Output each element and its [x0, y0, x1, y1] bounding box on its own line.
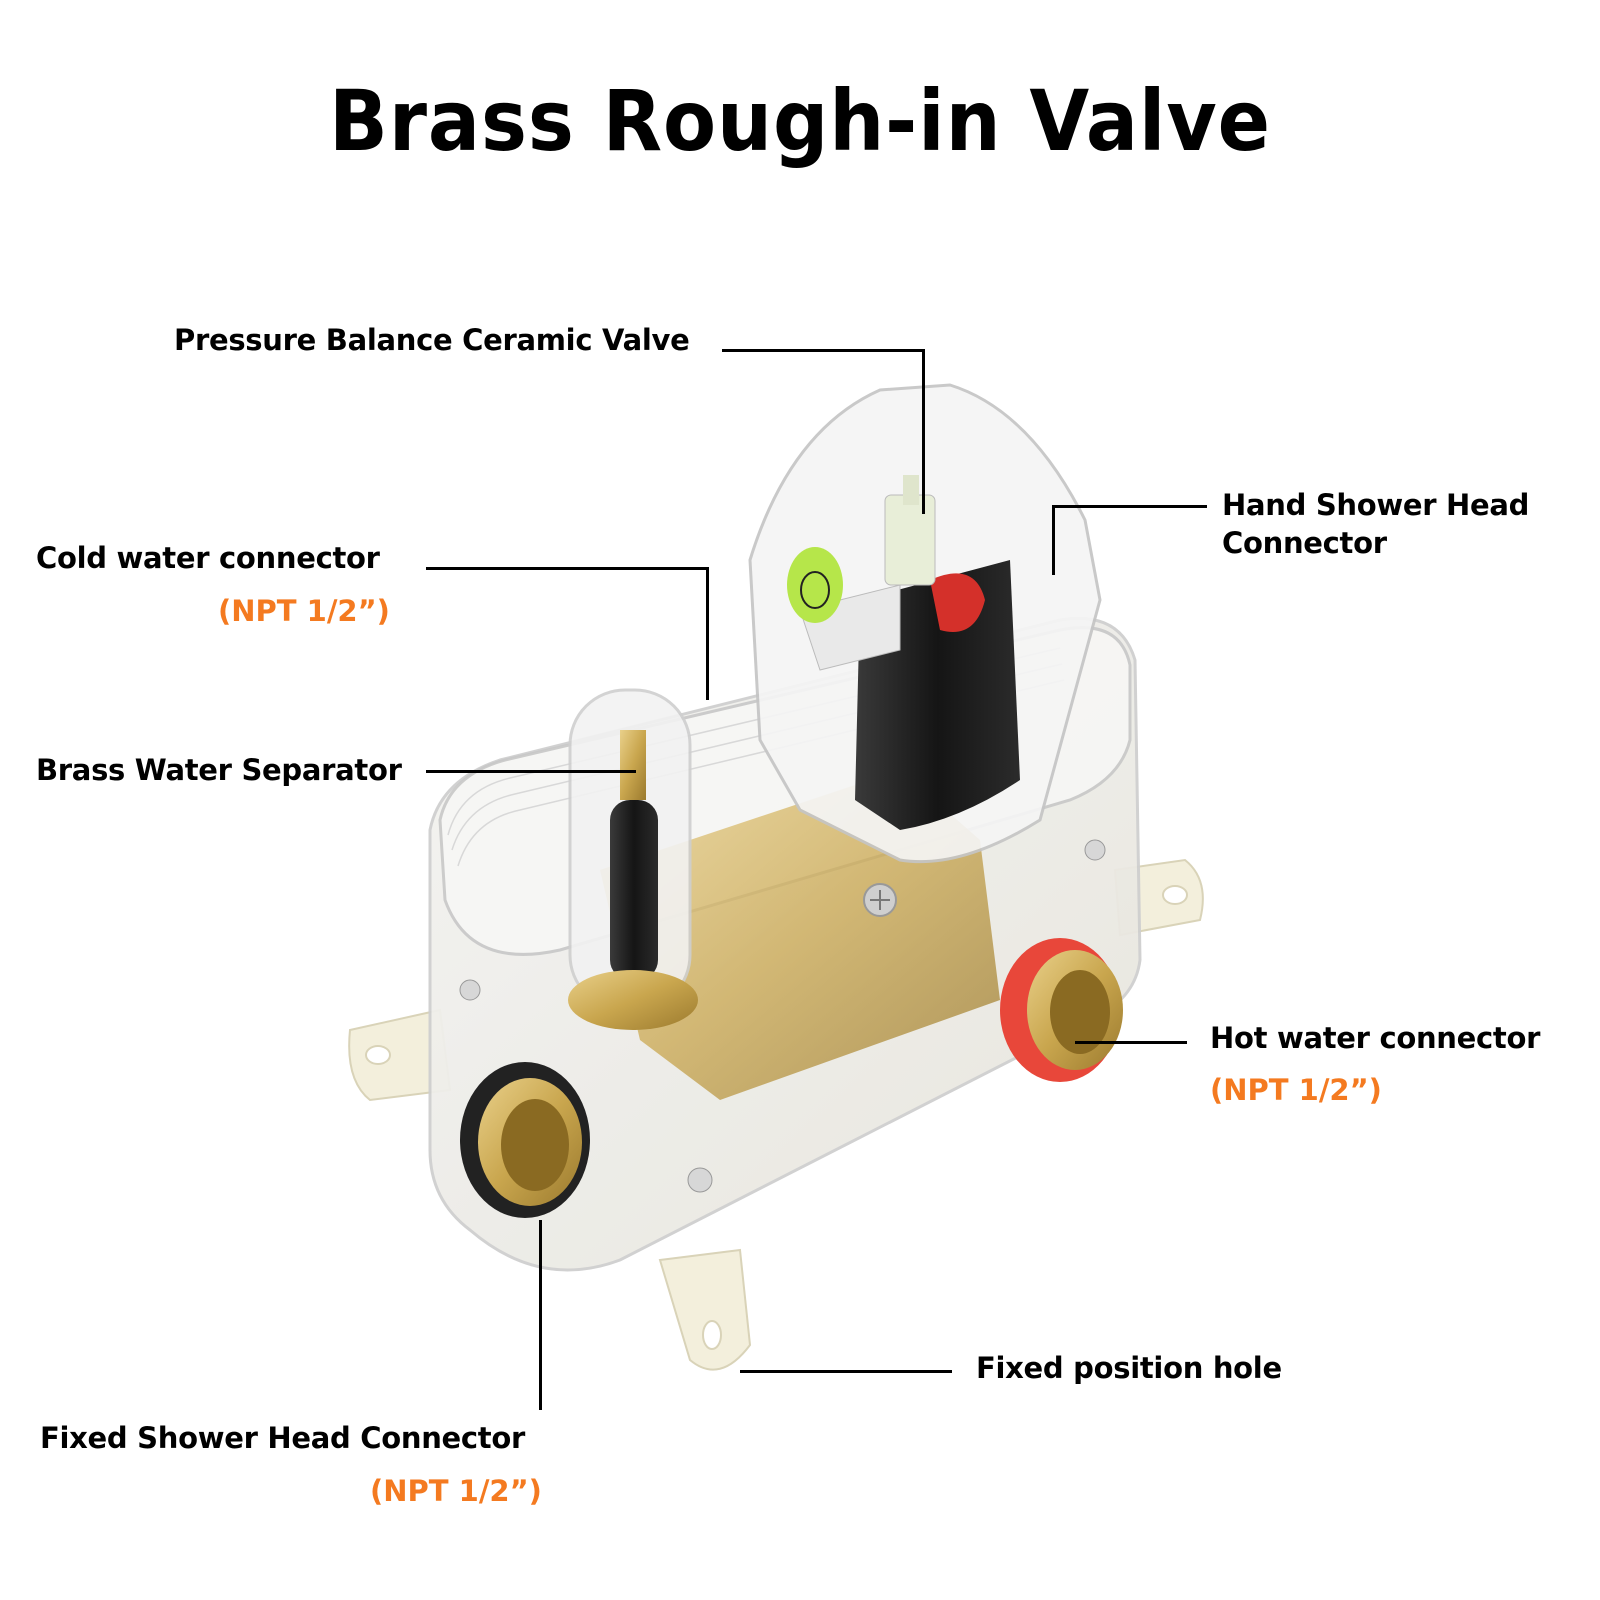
hand-shower-label: Hand Shower Head Connector — [1222, 487, 1529, 562]
hot-water-connector-fitting — [1000, 938, 1123, 1082]
brass-separator-leader — [426, 770, 636, 773]
fixed-shower-leader — [539, 1220, 542, 1410]
cold-water-label: Cold water connector — [36, 541, 380, 575]
cold-water-leader-v — [706, 567, 709, 700]
fixed-hole-leader — [740, 1370, 952, 1373]
brass-separator-label: Brass Water Separator — [36, 753, 402, 787]
fixed-hole-label: Fixed position hole — [976, 1351, 1282, 1385]
hand-shower-label-line2: Connector — [1222, 525, 1387, 560]
hand-shower-leader-v — [1052, 505, 1055, 575]
fixed-shower-connector-fitting — [460, 1062, 590, 1218]
pressure-balance-cartridge — [748, 383, 1102, 864]
pressure-valve-leader-v — [922, 349, 925, 514]
fixed-shower-label: Fixed Shower Head Connector — [40, 1421, 525, 1455]
hand-shower-label-line1: Hand Shower Head — [1222, 488, 1530, 522]
fixed-shower-spec: (NPT 1/2”) — [370, 1474, 542, 1508]
hot-water-label: Hot water connector — [1210, 1021, 1541, 1055]
page-title: Brass Rough-in Valve — [329, 72, 1271, 170]
cold-water-leader-h — [426, 567, 708, 570]
hot-water-leader — [1075, 1041, 1187, 1044]
pressure-valve-label: Pressure Balance Ceramic Valve — [174, 323, 690, 357]
hot-water-spec: (NPT 1/2”) — [1210, 1073, 1382, 1107]
hand-shower-leader — [1052, 505, 1207, 508]
cold-water-spec: (NPT 1/2”) — [218, 594, 390, 628]
pressure-valve-leader-h — [722, 349, 924, 352]
brass-water-separator — [568, 688, 698, 1030]
